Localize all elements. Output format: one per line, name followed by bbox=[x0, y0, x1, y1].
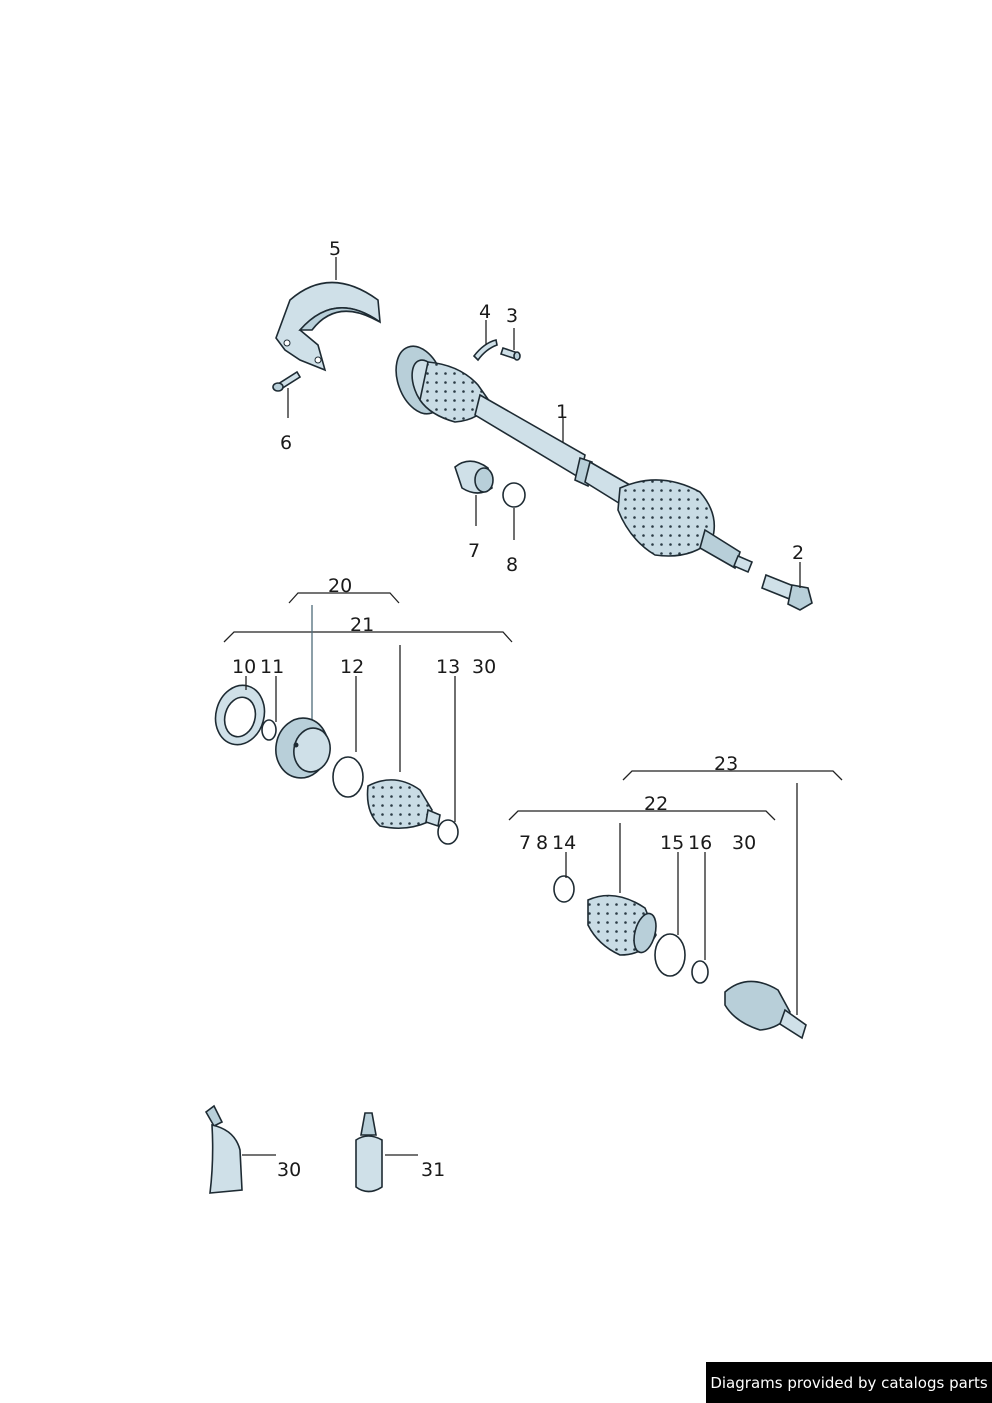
callout-3: 3 bbox=[506, 305, 518, 327]
group-bracket-21 bbox=[223, 631, 513, 643]
callout-30-group21: 30 bbox=[472, 656, 496, 678]
callout-1: 1 bbox=[556, 401, 568, 423]
callout-30-grease: 30 bbox=[277, 1159, 301, 1181]
hose-clamp-part-b bbox=[654, 933, 686, 977]
callout-5: 5 bbox=[329, 238, 341, 260]
callout-16: 16 bbox=[688, 832, 712, 854]
small-clamp-part-b bbox=[553, 875, 575, 903]
callout-12: 12 bbox=[340, 656, 364, 678]
circlip-part bbox=[472, 339, 498, 362]
callout-11: 11 bbox=[260, 656, 284, 678]
group-bracket-20 bbox=[288, 592, 400, 604]
callout-2: 2 bbox=[792, 542, 804, 564]
heat-shield-part bbox=[275, 281, 381, 372]
callout-6: 6 bbox=[280, 432, 292, 454]
boot-rim-part bbox=[633, 912, 657, 954]
callout-31: 31 bbox=[421, 1159, 445, 1181]
callout-7: 7 bbox=[468, 540, 480, 562]
small-bolt-part bbox=[499, 346, 521, 361]
hose-clamp-part bbox=[332, 756, 364, 798]
callout-14: 14 bbox=[552, 832, 576, 854]
callout-13: 13 bbox=[436, 656, 460, 678]
small-ring-part bbox=[261, 719, 277, 741]
screw-part bbox=[272, 370, 302, 392]
callout-30-group22: 30 bbox=[732, 832, 756, 854]
callout-8: 8 bbox=[506, 554, 518, 576]
grease-tube-part bbox=[204, 1104, 243, 1194]
callout-7-group22: 7 bbox=[519, 832, 531, 854]
clip-ring-part bbox=[502, 482, 526, 508]
small-clamp-part bbox=[437, 819, 459, 845]
callout-23: 23 bbox=[714, 753, 738, 775]
callout-20: 20 bbox=[328, 575, 352, 597]
callout-15: 15 bbox=[660, 832, 684, 854]
callout-4: 4 bbox=[479, 301, 491, 323]
joint-flange-part bbox=[275, 717, 331, 779]
sealant-bottle-part bbox=[355, 1112, 383, 1193]
drive-shaft-part bbox=[395, 345, 754, 574]
retaining-ring-part bbox=[691, 960, 709, 984]
boot-end-part bbox=[425, 808, 441, 828]
callout-8-group22: 8 bbox=[536, 832, 548, 854]
bushing-part bbox=[454, 460, 494, 494]
dust-cap-part bbox=[214, 684, 266, 746]
credit-banner: Diagrams provided by catalogs parts bbox=[706, 1362, 992, 1403]
callout-10: 10 bbox=[232, 656, 256, 678]
hex-bolt-part bbox=[761, 573, 813, 611]
group-bracket-23 bbox=[622, 770, 843, 781]
joint-boot-part bbox=[366, 779, 433, 830]
callout-22: 22 bbox=[644, 793, 668, 815]
cv-joint-part bbox=[724, 980, 807, 1040]
group-bracket-22 bbox=[508, 810, 776, 821]
callout-21: 21 bbox=[350, 614, 374, 636]
